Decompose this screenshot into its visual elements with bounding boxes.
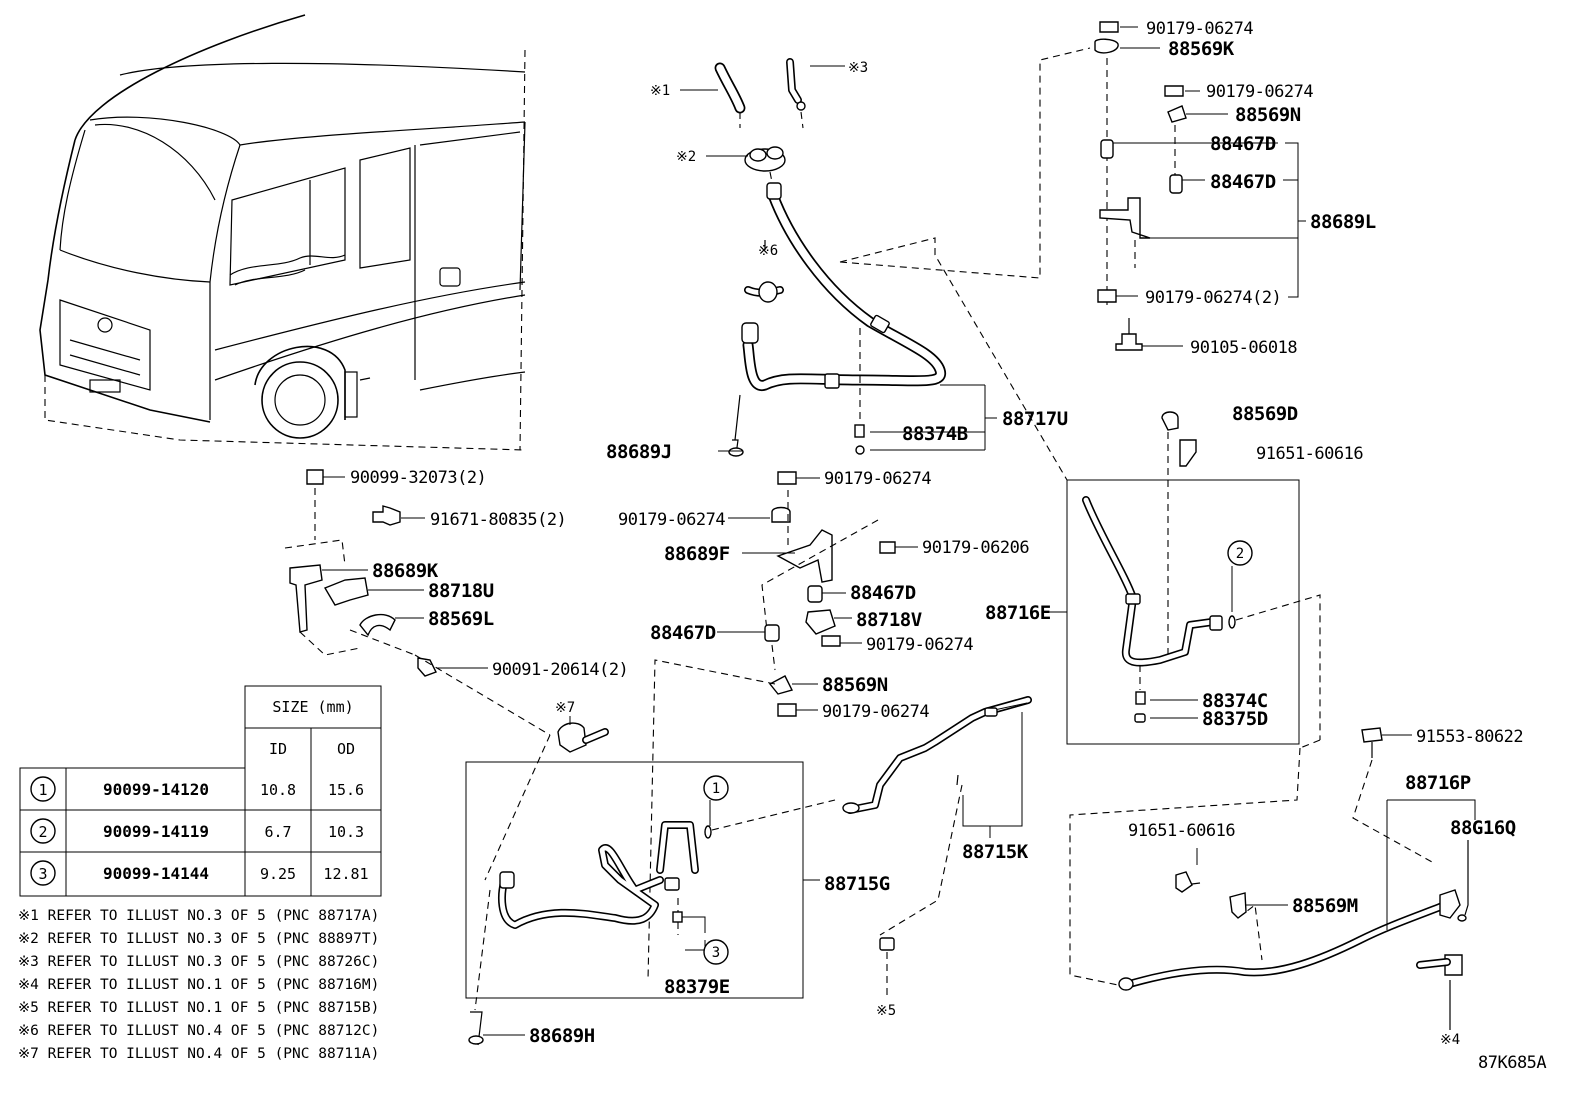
size-table-col-id: ID — [269, 740, 287, 758]
callout-88715k: 88715K — [962, 841, 1029, 863]
reference-notes: ※1 REFER TO ILLUST NO.3 OF 5 (PNC 88717A… — [18, 908, 379, 1062]
callout-88569d: 88569D — [1232, 403, 1298, 425]
callout-88569n: 88569N — [1235, 104, 1301, 126]
size-table-row-part: 90099-14119 — [103, 822, 209, 841]
callout-88718u: 88718U — [428, 580, 494, 602]
callout-90179-06206: 90179-06206 — [922, 538, 1029, 558]
callout-88716e: 88716E — [985, 602, 1051, 624]
callout-88569m: 88569M — [1292, 895, 1358, 917]
callout-90179-06274: 90179-06274 — [824, 469, 931, 489]
callout-88467d: 88467D — [850, 582, 916, 604]
ref-mark-2: ※2 — [676, 149, 696, 165]
size-table-row-mark: 2 — [38, 823, 47, 841]
pipe-88715k-group — [842, 696, 1032, 995]
note-line: ※3 REFER TO ILLUST NO.3 OF 5 (PNC 88726C… — [18, 954, 379, 970]
callout-91651-60616: 91651-60616 — [1128, 821, 1235, 841]
callout-90179-06274: 90179-06274 — [618, 510, 725, 530]
part-callouts: 90179-06274 88569K 90179-06274 88569N 88… — [350, 19, 1524, 1047]
ref-mark-1: ※1 — [650, 83, 670, 99]
callout-90179-06274: 90179-06274 — [866, 635, 973, 655]
vehicle-illustration — [39, 14, 526, 451]
ref-mark-7: ※7 — [555, 700, 575, 716]
pipe-88716p-group — [1069, 727, 1476, 1030]
callout-88569n: 88569N — [822, 674, 888, 696]
pipe-88715g-group — [465, 722, 836, 1046]
callout-91671-80835-2: 91671-80835(2) — [430, 510, 566, 530]
size-table-row-od: 12.81 — [323, 865, 368, 883]
callout-88569l: 88569L — [428, 608, 494, 630]
ref-mark-3: ※3 — [848, 60, 868, 76]
callout-88569k: 88569K — [1168, 38, 1235, 60]
bracket-88689l-group — [1094, 21, 1306, 351]
callout-88689l: 88689L — [1310, 211, 1376, 233]
size-table-row-mark: 3 — [38, 865, 47, 883]
callout-91553-80622: 91553-80622 — [1416, 727, 1523, 747]
circle-markers: 2 1 3 — [703, 540, 1253, 965]
callout-90179-06274-2: 90179-06274(2) — [1145, 288, 1281, 308]
callout-88374c: 88374C — [1202, 690, 1268, 712]
hose-88716e-group — [1049, 411, 1321, 749]
note-line: ※6 REFER TO ILLUST NO.4 OF 5 (PNC 88712C… — [18, 1023, 379, 1039]
callout-88467d: 88467D — [1210, 171, 1276, 193]
callout-90179-06274: 90179-06274 — [1206, 82, 1313, 102]
callout-88467d: 88467D — [1210, 133, 1276, 155]
diagram-code: 87K685A — [1478, 1053, 1546, 1073]
callout-88467d: 88467D — [650, 622, 716, 644]
circle-marker-3: 3 — [712, 945, 720, 961]
callout-88g16q: 88G16Q — [1450, 817, 1516, 839]
callout-88718v: 88718V — [856, 609, 922, 631]
size-table-header: SIZE (mm) — [272, 698, 353, 716]
callout-88689f: 88689F — [664, 543, 730, 565]
bracket-88689k-group — [284, 469, 551, 736]
circle-marker-1: 1 — [712, 781, 720, 797]
note-line: ※4 REFER TO ILLUST NO.1 OF 5 (PNC 88716M… — [18, 977, 379, 993]
callout-88689h: 88689H — [529, 1025, 595, 1047]
size-table-row-mark: 1 — [38, 781, 47, 799]
callout-88375d: 88375D — [1202, 708, 1268, 730]
callout-88716p: 88716P — [1405, 772, 1471, 794]
note-line: ※2 REFER TO ILLUST NO.3 OF 5 (PNC 88897T… — [18, 931, 379, 947]
callout-88379e: 88379E — [664, 976, 730, 998]
callout-91651-60616: 91651-60616 — [1256, 444, 1363, 464]
callout-90091-20614-2: 90091-20614(2) — [492, 660, 628, 680]
size-table-row-part: 90099-14144 — [103, 864, 209, 883]
callout-88689k: 88689K — [372, 560, 439, 582]
callout-88689j: 88689J — [606, 441, 672, 463]
circle-marker-2: 2 — [1236, 546, 1244, 562]
note-line: ※5 REFER TO ILLUST NO.1 OF 5 (PNC 88715B… — [18, 1000, 379, 1016]
ref-mark-4: ※4 — [1440, 1032, 1460, 1048]
note-line: ※1 REFER TO ILLUST NO.3 OF 5 (PNC 88717A… — [18, 908, 379, 924]
size-table-col-od: OD — [337, 740, 355, 758]
callout-88717u: 88717U — [1002, 408, 1068, 430]
size-table-row-part: 90099-14120 — [103, 780, 209, 799]
size-table-row-id: 9.25 — [260, 865, 296, 883]
callout-88715g: 88715G — [824, 873, 890, 895]
size-table-row-od: 15.6 — [328, 781, 364, 799]
note-line: ※7 REFER TO ILLUST NO.4 OF 5 (PNC 88711A… — [18, 1046, 379, 1062]
ref-mark-5: ※5 — [876, 1003, 896, 1019]
callout-90179-06274: 90179-06274 — [1146, 19, 1253, 39]
hose-88717u-group — [714, 47, 1091, 481]
ref-mark-6: ※6 — [758, 243, 778, 259]
size-table-row-od: 10.3 — [328, 823, 364, 841]
size-table-row-id: 6.7 — [264, 823, 291, 841]
size-table: SIZE (mm) ID OD 1 90099-14120 10.8 15.6 … — [19, 685, 382, 897]
bracket-88689f-group — [647, 471, 918, 981]
size-table-row-id: 10.8 — [260, 781, 296, 799]
callout-90099-32073-2: 90099-32073(2) — [350, 468, 486, 488]
callout-90179-06274: 90179-06274 — [822, 702, 929, 722]
callout-90105-06018: 90105-06018 — [1190, 338, 1297, 358]
reference-marks: ※1 ※3 ※2 ※6 ※7 ※5 ※4 — [555, 60, 1460, 1048]
callout-88374b: 88374B — [902, 423, 968, 445]
